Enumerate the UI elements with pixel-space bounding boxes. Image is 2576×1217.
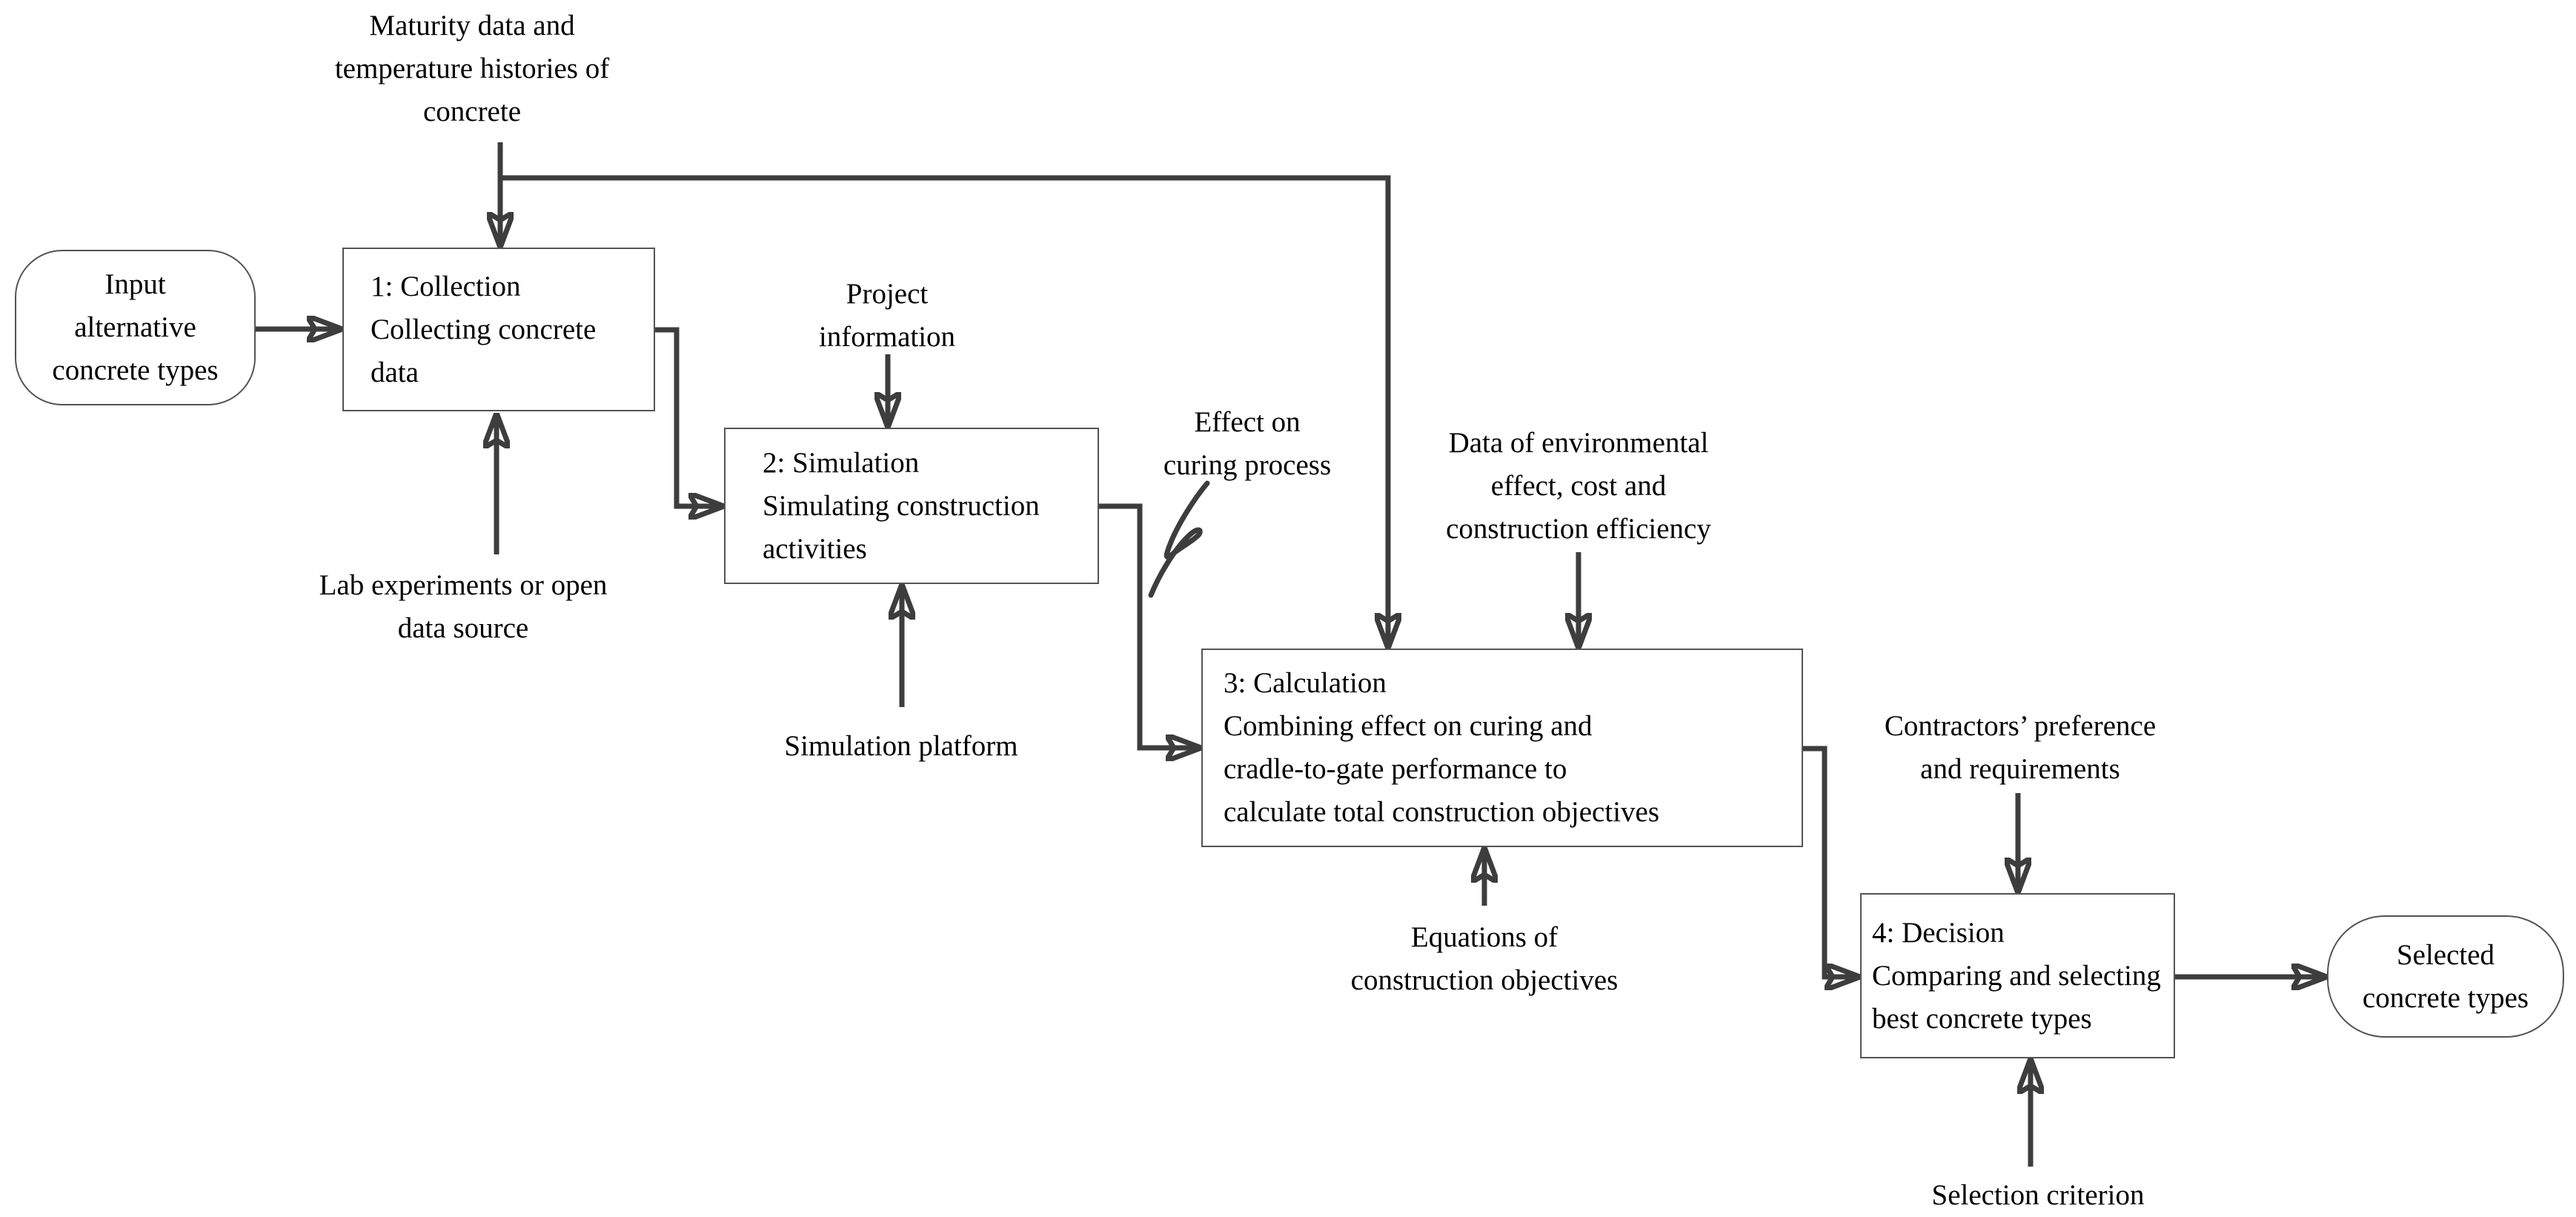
terminal-input-text: Input alternative concrete types (52, 268, 219, 386)
squiggle-effect-annotation-mark (1148, 480, 1210, 598)
label-environmental-data: Data of environmental effect, cost and c… (1446, 427, 1711, 545)
step-box-3-calculation: 3: Calculation Combining effect on curin… (1201, 649, 1803, 847)
terminal-input-alternative-concrete: Input alternative concrete types (15, 250, 256, 405)
step-box-2-simulation: 2: Simulation Simulating construction ac… (724, 428, 1099, 584)
step-box-2-text: 2: Simulation Simulating construction ac… (763, 446, 1040, 565)
label-contractors-preference: Contractors’ preference and requirements (1884, 710, 2157, 785)
terminal-selected-concrete: Selected concrete types (2327, 915, 2564, 1038)
label-simulation-platform: Simulation platform (784, 730, 1018, 762)
step-box-1-text: 1: Collection Collecting concrete data (371, 270, 597, 388)
step-box-1-collection: 1: Collection Collecting concrete data (342, 248, 655, 411)
label-selection-criterion: Selection criterion (1931, 1179, 2145, 1211)
step-box-4-decision: 4: Decision Comparing and selecting best… (1860, 893, 2175, 1058)
arrow-simulation-to-calculation (1099, 503, 1198, 748)
terminal-output-text: Selected concrete types (2362, 938, 2529, 1014)
step-box-4-text: 4: Decision Comparing and selecting best… (1872, 916, 2161, 1035)
label-maturity-data: Maturity data and temperature histories … (334, 10, 610, 127)
label-equations-objectives: Equations of construction objectives (1350, 921, 1619, 996)
arrow-collection-to-simulation (655, 327, 721, 506)
label-project-information: Project information (818, 278, 956, 353)
step-box-3-text: 3: Calculation Combining effect on curin… (1224, 667, 1660, 828)
label-lab-experiments: Lab experiments or open data source (319, 569, 608, 644)
label-effect-on-curing: Effect on curing process (1163, 406, 1332, 481)
